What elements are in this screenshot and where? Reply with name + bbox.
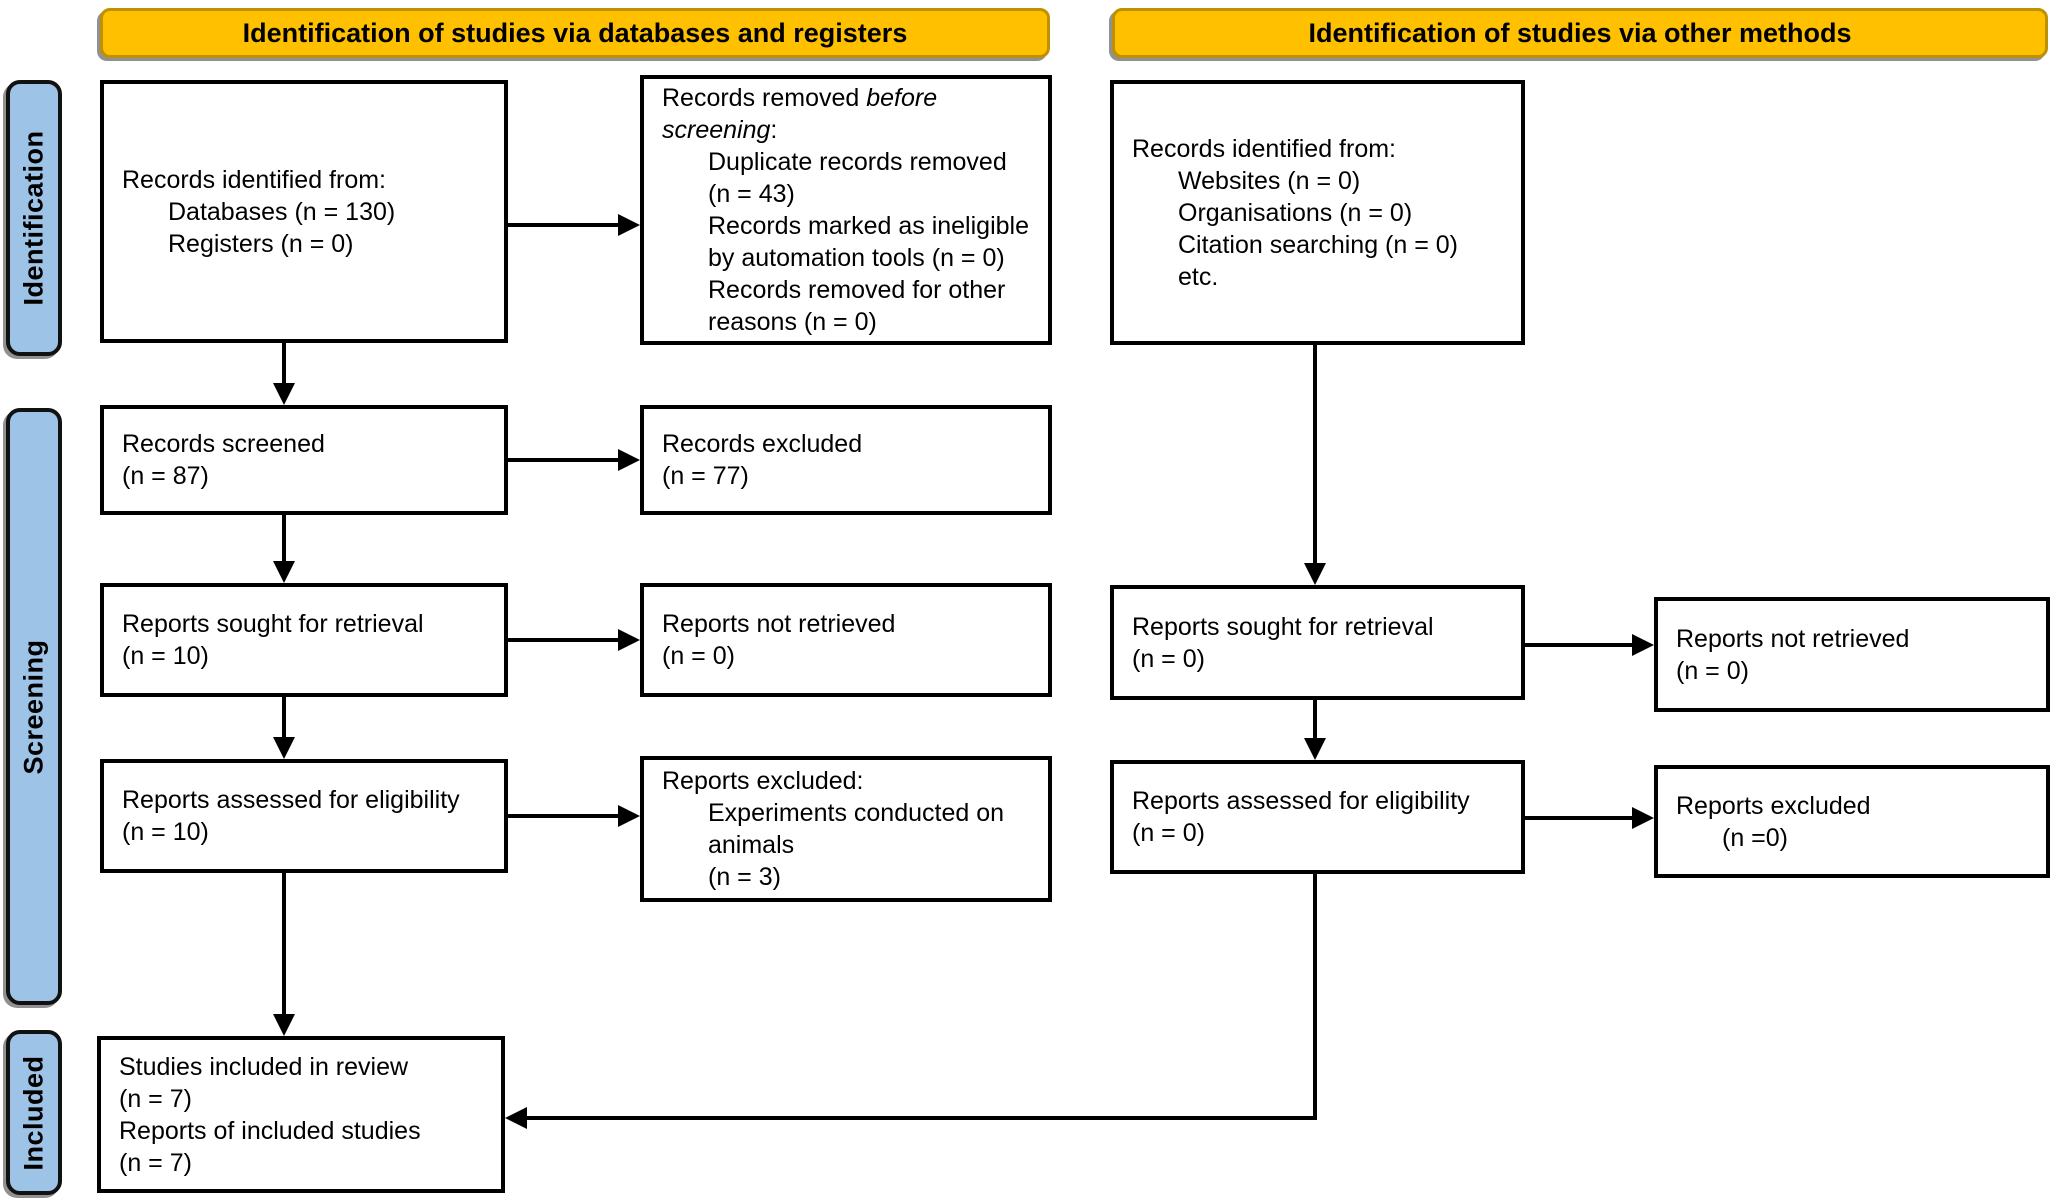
box-text-line: Reports not retrieved bbox=[1676, 624, 1910, 653]
box-text-line: (n = 0) bbox=[662, 642, 735, 670]
box-reports-not-retrieved: Reports not retrieved (n = 0) bbox=[640, 583, 1052, 697]
box-text-line: reasons (n = 0) bbox=[708, 308, 877, 336]
arrow-sought-to-not-retrieved bbox=[508, 629, 640, 651]
box-text-line: Websites (n = 0) bbox=[1178, 166, 1361, 195]
stage-identification-label: Identification bbox=[18, 130, 49, 306]
box-text-line: (n = 7) bbox=[119, 1148, 192, 1177]
header-other-methods-label: Identification of studies via other meth… bbox=[1308, 17, 1852, 48]
box-records-identified-other-methods: Records identified from: Websites (n = 0)… bbox=[1110, 80, 1525, 345]
box-text-line: Reports excluded: bbox=[662, 767, 864, 795]
box-text-line: (n = 10) bbox=[122, 642, 209, 670]
box-text-line: (n =0) bbox=[1722, 823, 1789, 852]
arrow-assessed-to-excluded-reasons bbox=[508, 805, 640, 827]
box-reports-not-retrieved-other: Reports not retrieved (n = 0) bbox=[1654, 597, 2050, 712]
arrow-identified-other-to-sought-other bbox=[1304, 345, 1326, 585]
box-text-line: (n = 3) bbox=[708, 863, 781, 891]
box-text-line: Reports sought for retrieval bbox=[1132, 612, 1434, 641]
stage-identification: Identification bbox=[6, 80, 62, 356]
box-text-line: (n = 10) bbox=[122, 818, 209, 846]
box-reports-assessed-eligibility: Reports assessed for eligibility (n = 10) bbox=[100, 759, 508, 873]
box-reports-sought-retrieval-other: Reports sought for retrieval (n = 0) bbox=[1110, 585, 1525, 700]
box-records-excluded: Records excluded (n = 77) bbox=[640, 405, 1052, 515]
box-text-line: Reports of included studies bbox=[119, 1116, 421, 1145]
stage-included-label: Included bbox=[18, 1054, 49, 1171]
box-text-line: Experiments conducted on bbox=[708, 799, 1005, 827]
box-text-line: Reports excluded bbox=[1676, 791, 1871, 820]
box-text-line: Databases (n = 130) bbox=[168, 197, 396, 226]
arrow-identified-to-screened bbox=[273, 343, 295, 405]
header-databases-registers-label: Identification of studies via databases … bbox=[242, 17, 908, 48]
box-text-line: Reports assessed for eligibility bbox=[122, 786, 460, 814]
box-text-line: Reports not retrieved bbox=[662, 610, 896, 638]
box-text-line: screening: bbox=[662, 116, 778, 144]
arrow-screened-to-sought bbox=[273, 515, 295, 583]
box-text-line: Records removed before bbox=[662, 84, 938, 112]
box-text-line: Studies included in review bbox=[119, 1052, 409, 1081]
box-text-line: (n = 77) bbox=[662, 462, 749, 490]
box-text-line: Records screened bbox=[122, 430, 325, 458]
box-text-line: (n = 0) bbox=[1132, 819, 1205, 847]
arrow-sought-other-to-assessed-other bbox=[1304, 700, 1326, 760]
box-text-line: (n = 87) bbox=[122, 462, 209, 490]
box-text-line: Organisations (n = 0) bbox=[1178, 198, 1413, 227]
arrow-assessed-to-included bbox=[273, 873, 295, 1036]
box-reports-assessed-eligibility-other: Reports assessed for eligibility (n = 0) bbox=[1110, 760, 1525, 874]
box-text-line: Records excluded bbox=[662, 430, 863, 458]
box-text-line: Duplicate records removed bbox=[708, 148, 1007, 176]
box-records-screened: Records screened (n = 87) bbox=[100, 405, 508, 515]
box-text-line: (n = 0) bbox=[1676, 656, 1749, 685]
arrow-identified-to-removed bbox=[508, 214, 640, 236]
arrow-screened-to-excluded bbox=[508, 449, 640, 471]
box-reports-excluded-other: Reports excluded (n =0) bbox=[1654, 765, 2050, 878]
box-text-line: Records removed for other bbox=[708, 276, 1006, 304]
box-text-line: etc. bbox=[1178, 262, 1219, 291]
arrow-sought-other-to-not-retrieved-other bbox=[1525, 634, 1654, 656]
box-records-removed-before-screening: Records removed before screening: Duplicat… bbox=[640, 75, 1052, 345]
box-reports-excluded-reasons: Reports excluded: Experiments conducted o… bbox=[640, 756, 1052, 902]
stage-screening: Screening bbox=[6, 408, 62, 1005]
box-text-line: Citation searching (n = 0) bbox=[1178, 230, 1459, 259]
box-text-line: Records identified from: bbox=[122, 165, 387, 194]
box-text-line: Records identified from: bbox=[1132, 134, 1397, 163]
box-text-line: animals bbox=[708, 831, 795, 859]
box-text-line: (n = 0) bbox=[1132, 644, 1205, 673]
box-text-line: Registers (n = 0) bbox=[168, 229, 354, 258]
box-text-line: (n = 43) bbox=[708, 180, 795, 208]
stage-included: Included bbox=[6, 1030, 62, 1195]
box-text-line: (n = 7) bbox=[119, 1084, 192, 1113]
box-text-line: Records marked as ineligible bbox=[708, 212, 1029, 240]
box-text-line: Reports assessed for eligibility bbox=[1132, 787, 1470, 815]
box-records-identified-databases: Records identified from: Databases (n = 1… bbox=[100, 80, 508, 343]
stage-screening-label: Screening bbox=[18, 638, 49, 775]
arrow-assessed-other-to-included-elbow bbox=[505, 874, 1317, 1129]
box-studies-included-review: Studies included in review (n = 7) Reports… bbox=[97, 1036, 505, 1193]
header-other-methods: Identification of studies via other meth… bbox=[1112, 8, 2048, 58]
arrow-assessed-other-to-excluded-other bbox=[1525, 807, 1654, 829]
header-databases-registers: Identification of studies via databases … bbox=[100, 8, 1050, 58]
box-text-line: Reports sought for retrieval bbox=[122, 610, 424, 638]
box-reports-sought-retrieval: Reports sought for retrieval (n = 10) bbox=[100, 583, 508, 697]
arrow-sought-to-assessed bbox=[273, 697, 295, 759]
box-text-line: by automation tools (n = 0) bbox=[708, 244, 1005, 272]
